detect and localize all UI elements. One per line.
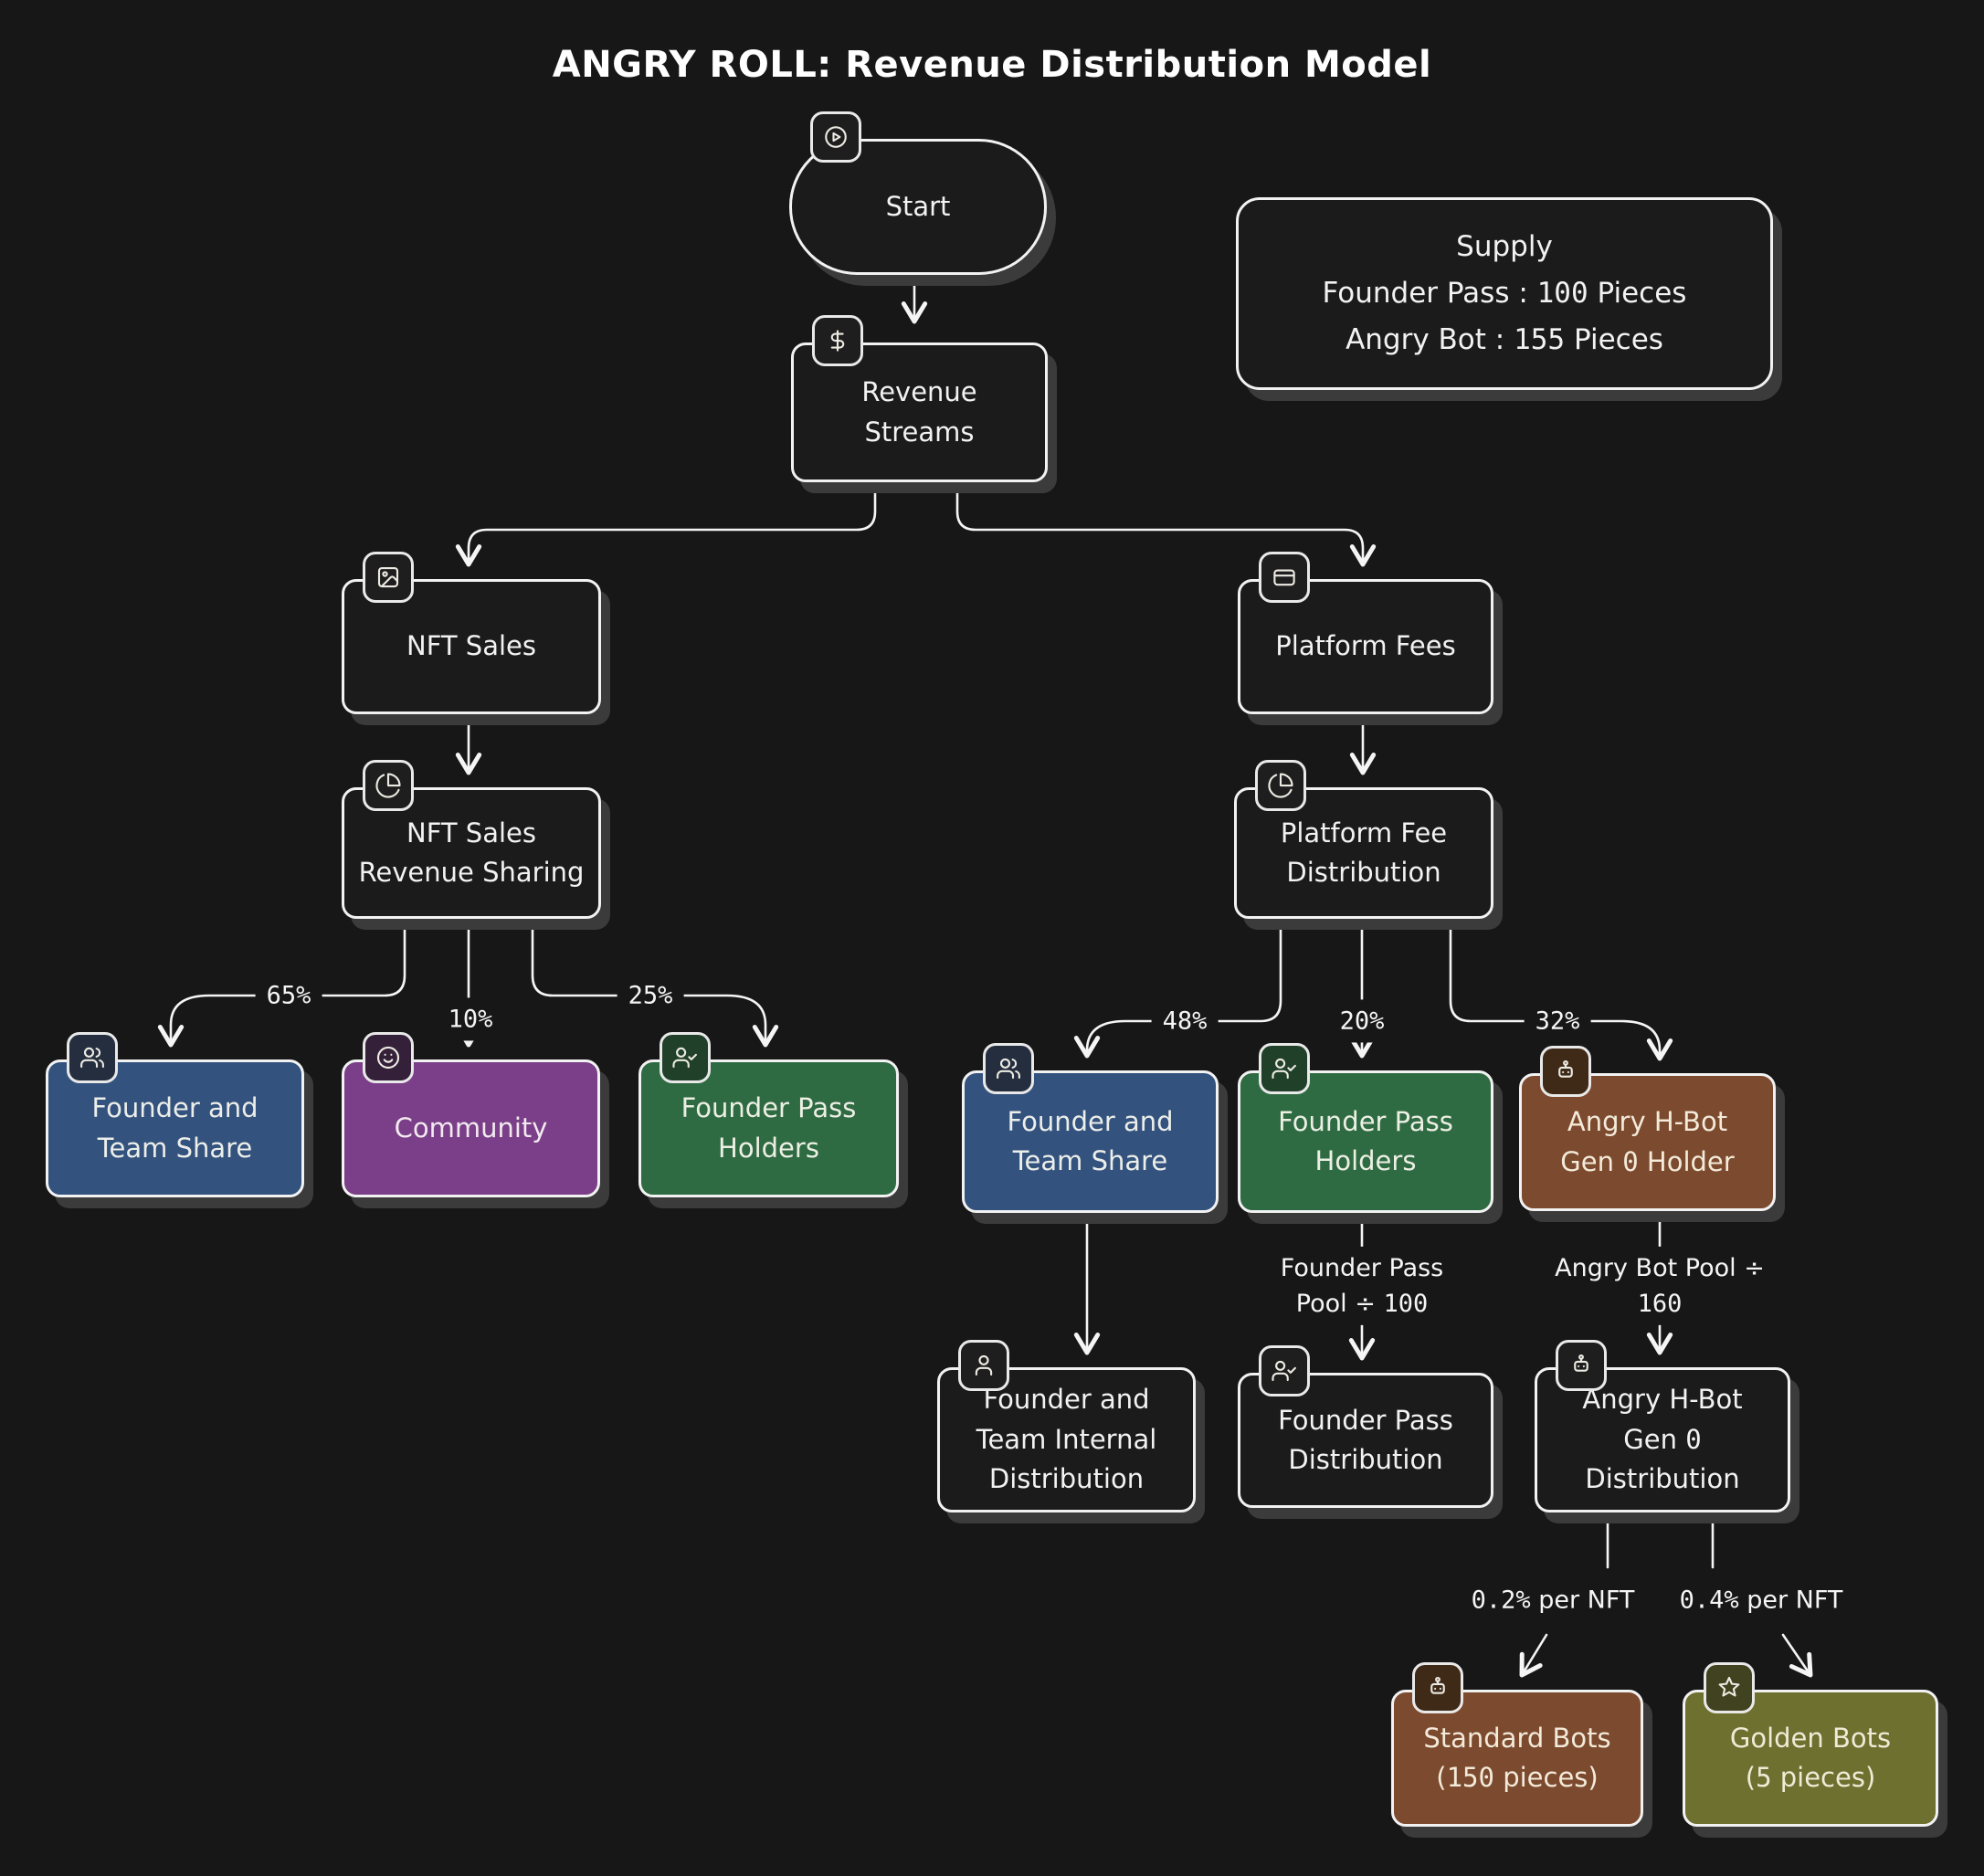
edge-label-20pct: 20% [1328,999,1396,1043]
star-icon [1704,1662,1755,1713]
edge-65pct [157,913,406,1048]
edge-04pct-arrow [1781,1633,1813,1678]
edge-label-65pct: 65% [255,974,322,1017]
node-label: Platform Fee Distribution [1280,817,1448,889]
node-community: Community [342,1032,600,1197]
node-founder-pass-distribution: Founder Pass Distribution [1238,1345,1493,1508]
dollar-icon [812,315,863,366]
edge-revenue-platformfees [955,477,1377,567]
node-label: Founder Pass Holders [681,1092,857,1164]
pie-chart-icon [363,760,414,811]
bot-icon [1556,1340,1607,1391]
node-platform-fees: Platform Fees [1238,552,1493,714]
node-label: Angry H-Bot Gen 0 Holder [1560,1106,1735,1177]
node-founder-pass-holders-nft: Founder Pass Holders [638,1032,899,1197]
node-founder-pass-holders-fees: Founder Pass Holders [1238,1043,1493,1213]
edge-label-02pct-per-nft: 0.2% per NFT [1460,1578,1646,1622]
node-founder-team-internal-distribution: Founder and Team Internal Distribution [937,1340,1196,1512]
node-founder-team-share-nft: Founder and Team Share [46,1032,304,1197]
node-nft-sales: NFT Sales [342,552,601,714]
edge-label-25pct: 25% [617,974,684,1017]
node-platform-fee-distribution: NFT Sales Revenue Sharing Platform Fee D… [1234,760,1493,919]
user-check-icon [1259,1043,1310,1094]
edge-label-angry-bot-pool: Angry Bot Pool ÷ 160 [1544,1246,1776,1326]
edge-label-48pct: 48% [1151,999,1219,1043]
pie-chart-icon [1255,760,1306,811]
node-standard-bots: Standard Bots (150 pieces) [1391,1662,1643,1827]
node-label: Platform Fees [1275,630,1456,662]
user-check-icon [660,1032,711,1083]
node-label: Founder Pass Distribution [1278,1404,1453,1476]
node-label: NFT Sales Revenue Sharing [358,817,585,889]
credit-card-icon [1259,552,1310,603]
smile-icon [363,1032,414,1083]
node-golden-bots: Golden Bots (5 pieces) [1683,1662,1938,1827]
users-icon [67,1032,118,1083]
node-label: Community [394,1112,548,1144]
image-icon [363,552,414,603]
node-label: NFT Sales [406,630,536,662]
edge-label-04pct-per-nft: 0.4% per NFT [1668,1578,1854,1622]
node-label: Angry H-Bot Gen 0 Distribution [1582,1384,1743,1495]
node-founder-team-share-fees: Founder and Team Share [962,1043,1219,1213]
node-angry-hbot-gen0-holder: Angry H-Bot Gen 0 Holder [1519,1046,1776,1211]
user-icon [958,1340,1009,1391]
node-label: Start [885,190,951,222]
bot-icon [1540,1046,1591,1097]
users-icon [983,1043,1034,1094]
bot-icon [1412,1662,1463,1713]
play-icon [810,111,861,163]
edge-label-10pct: 10% [437,997,504,1041]
node-start: Start [789,111,1047,275]
edge-25pct [531,913,779,1048]
node-revenue-streams: Revenue Streams [791,315,1048,482]
node-nft-sales-revenue-sharing: NFT Sales Revenue Sharing [342,760,601,919]
edge-revenue-nftsales [455,477,877,567]
node-label: Golden Bots (5 pieces) [1729,1722,1892,1794]
edge-label-founder-pass-pool: Founder Pass Pool ÷ 100 [1269,1246,1455,1326]
node-label: Standard Bots (150 pieces) [1423,1722,1611,1794]
node-label: Founder and Team Share [91,1092,259,1164]
edge-label-32pct: 32% [1524,999,1591,1043]
node-label: Founder Pass Holders [1278,1105,1453,1177]
node-supply: Supply Founder Pass : 100 Pieces Angry B… [1236,197,1773,390]
node-label: Revenue Streams [861,376,977,448]
edge-48pct [1073,913,1282,1059]
diagram-title: ANGRY ROLL: Revenue Distribution Model [552,44,1432,86]
edge-02pct-arrow [1519,1633,1548,1678]
node-label: Founder and Team Internal Distribution [976,1384,1157,1495]
user-check-icon [1259,1345,1310,1396]
node-label: Founder and Team Share [1007,1105,1174,1177]
node-label: Supply Founder Pass : 100 Pieces Angry B… [1322,229,1687,357]
node-angry-hbot-gen0-distribution: Angry H-Bot Gen 0 Distribution [1535,1340,1790,1512]
edge-32pct [1449,913,1673,1061]
